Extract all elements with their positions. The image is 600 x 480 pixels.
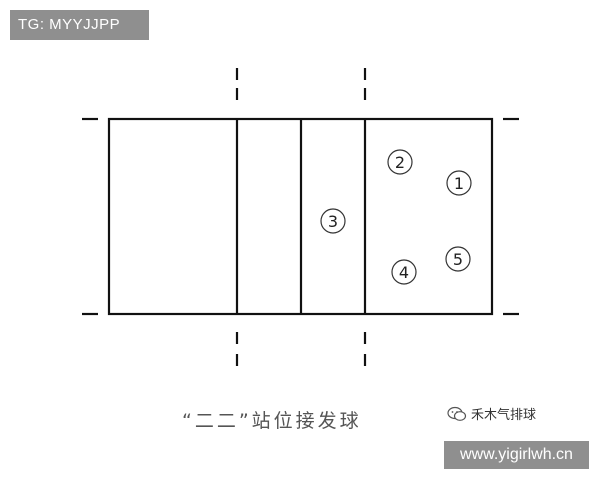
- svg-text:3: 3: [328, 212, 338, 231]
- brand-label: 禾木气排球: [447, 404, 536, 423]
- wechat-icon: [447, 406, 467, 421]
- svg-text:1: 1: [454, 174, 464, 193]
- svg-text:5: 5: [453, 250, 463, 269]
- position-marker-1: 1: [446, 170, 472, 196]
- position-marker-5: 5: [445, 246, 471, 272]
- diagram-caption: “二二”站位接发球: [182, 410, 362, 432]
- watermark-bottom: www.yigirlwh.cn: [444, 441, 589, 469]
- bottom-extension-marks: [235, 332, 367, 366]
- watermark-top: TG: MYYJJPP: [10, 10, 149, 40]
- top-extension-marks: [235, 68, 367, 100]
- side-tick-marks: [82, 117, 519, 316]
- position-marker-2: 2: [387, 149, 413, 175]
- position-marker-4: 4: [391, 259, 417, 285]
- brand-name: 禾木气排球: [471, 408, 537, 423]
- svg-text:2: 2: [395, 153, 405, 172]
- position-marker-3: 3: [320, 208, 346, 234]
- svg-text:4: 4: [399, 263, 409, 282]
